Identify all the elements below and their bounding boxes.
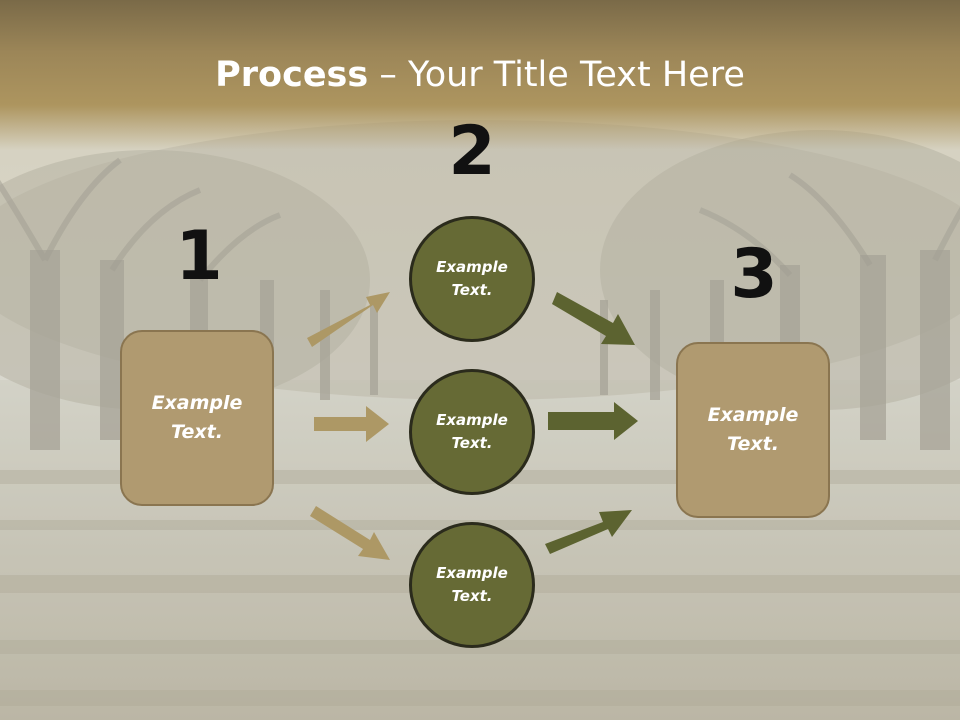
step-1-box-text: Example Text.: [151, 392, 243, 443]
step-2-circle-middle[interactable]: Example Text.: [409, 369, 535, 495]
arrow-icon-top-to-3: [552, 292, 635, 345]
step-number-3: 3: [730, 235, 778, 314]
step-2-circle-top[interactable]: Example Text.: [409, 216, 535, 342]
circle-middle-text: Example Text.: [436, 411, 508, 452]
title-bold-part: Process: [215, 55, 369, 95]
arrow-icon-bottom-to-3: [545, 510, 632, 554]
step-3-box-text: Example Text.: [707, 404, 799, 455]
title-rest-part: – Your Title Text Here: [368, 55, 745, 95]
arrow-icon-1-to-bottom: [310, 506, 390, 560]
step-1-box[interactable]: Example Text.: [120, 330, 274, 506]
step-number-2: 2: [448, 112, 496, 191]
step-2-circle-bottom[interactable]: Example Text.: [409, 522, 535, 648]
slide-title: Process – Your Title Text Here: [0, 52, 960, 98]
title-band: [0, 0, 960, 150]
arrow-icon-middle-to-3: [548, 402, 638, 440]
step-3-box[interactable]: Example Text.: [676, 342, 830, 518]
circle-top-text: Example Text.: [436, 258, 508, 299]
arrow-icon-1-to-middle: [314, 406, 389, 442]
step-number-1: 1: [175, 217, 223, 296]
circle-bottom-text: Example Text.: [436, 564, 508, 605]
arrow-icon-1-to-top: [307, 292, 390, 347]
